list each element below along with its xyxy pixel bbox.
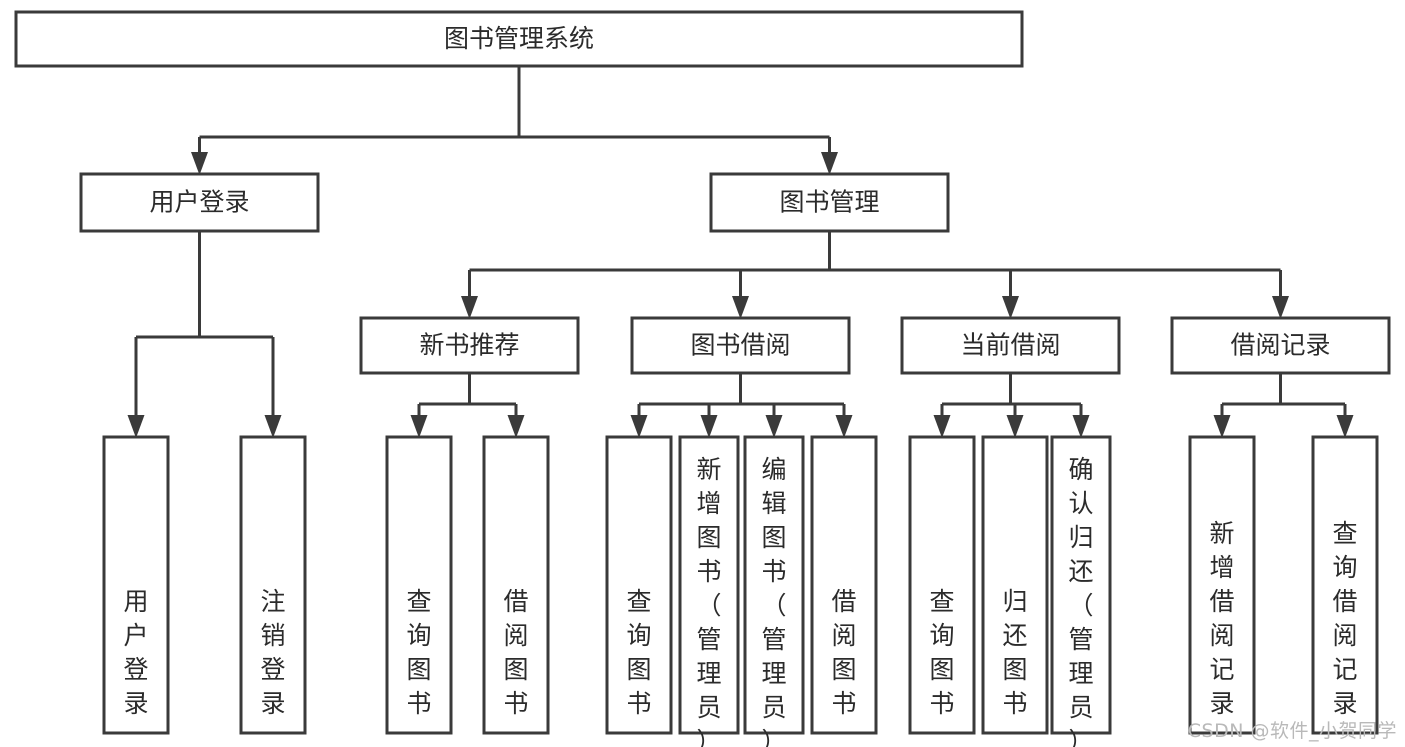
- connector-group-borrow: [630, 373, 853, 438]
- node-current[interactable]: 当前借阅: [900, 316, 1121, 375]
- connectors-layer: [127, 66, 1354, 438]
- arrow-head-icon: [821, 152, 838, 175]
- connector-group-root: [191, 66, 838, 175]
- node-box[interactable]: [678, 435, 740, 735]
- node-l-edit[interactable]: 编辑图书（管理员）: [743, 435, 805, 747]
- node-box[interactable]: [239, 435, 307, 735]
- node-label: 新增借阅记录: [1209, 519, 1234, 718]
- connector-group-bookmgmt: [461, 231, 1289, 319]
- node-label: 借阅图书: [831, 587, 856, 718]
- node-label: 借阅图书: [503, 587, 528, 718]
- arrow-head-icon: [1336, 415, 1354, 438]
- node-root[interactable]: 图书管理系统: [14, 10, 1024, 68]
- node-borrow[interactable]: 图书借阅: [630, 316, 851, 375]
- node-l-add[interactable]: 新增图书（管理员）: [678, 435, 740, 747]
- node-l-query1[interactable]: 查询图书: [385, 435, 453, 735]
- node-l-query2[interactable]: 查询图书: [605, 435, 673, 735]
- node-box[interactable]: [102, 435, 170, 735]
- node-box[interactable]: [810, 435, 878, 735]
- node-box[interactable]: [1188, 435, 1256, 735]
- node-label: 查询图书: [626, 587, 651, 718]
- node-bookmgmt[interactable]: 图书管理: [709, 172, 950, 233]
- arrow-head-icon: [1272, 296, 1289, 319]
- node-box[interactable]: [359, 316, 580, 375]
- arrow-head-icon: [835, 415, 853, 438]
- node-l-login[interactable]: 用户登录: [102, 435, 170, 735]
- arrow-head-icon: [765, 415, 783, 438]
- node-label: 编辑图书（管理员）: [761, 455, 786, 747]
- arrow-head-icon: [127, 415, 145, 438]
- arrow-head-icon: [191, 152, 208, 175]
- node-l-borrow2[interactable]: 借阅图书: [810, 435, 878, 735]
- arrow-head-icon: [1213, 415, 1231, 438]
- connector-group-record: [1213, 373, 1354, 438]
- node-l-addrec[interactable]: 新增借阅记录: [1188, 435, 1256, 735]
- node-label: 注销登录: [260, 587, 285, 718]
- connector-group-login: [127, 231, 282, 438]
- connector-group-current: [933, 373, 1090, 438]
- node-label: 查询图书: [929, 587, 954, 718]
- node-l-logout[interactable]: 注销登录: [239, 435, 307, 735]
- node-box[interactable]: [482, 435, 550, 735]
- node-login[interactable]: 用户登录: [79, 172, 320, 233]
- arrow-head-icon: [410, 415, 428, 438]
- node-newbook[interactable]: 新书推荐: [359, 316, 580, 375]
- node-box[interactable]: [1311, 435, 1379, 735]
- node-label: 当前借阅: [960, 331, 1060, 360]
- nodes-layer: 图书管理系统用户登录图书管理新书推荐图书借阅当前借阅借阅记录用户登录注销登录查询…: [14, 10, 1391, 747]
- node-label: 归还图书: [1002, 587, 1027, 718]
- node-l-return[interactable]: 归还图书: [981, 435, 1049, 735]
- node-l-confirm[interactable]: 确认归还（管理员）: [1050, 435, 1112, 747]
- arrow-head-icon: [732, 296, 749, 319]
- node-box[interactable]: [14, 10, 1024, 68]
- node-l-borrow1[interactable]: 借阅图书: [482, 435, 550, 735]
- node-label: 查询借阅记录: [1332, 519, 1357, 718]
- arrow-head-icon: [1002, 296, 1019, 319]
- node-box[interactable]: [605, 435, 673, 735]
- arrow-head-icon: [1072, 415, 1090, 438]
- node-box[interactable]: [630, 316, 851, 375]
- node-label: 图书管理: [779, 188, 879, 217]
- node-box[interactable]: [1050, 435, 1112, 735]
- node-box[interactable]: [709, 172, 950, 233]
- arrow-head-icon: [933, 415, 951, 438]
- node-box[interactable]: [908, 435, 976, 735]
- arrow-head-icon: [264, 415, 282, 438]
- node-record[interactable]: 借阅记录: [1170, 316, 1391, 375]
- node-box[interactable]: [743, 435, 805, 735]
- node-label: 新书推荐: [419, 331, 519, 360]
- connector-group-newbook: [410, 373, 525, 438]
- arrow-head-icon: [507, 415, 525, 438]
- node-box[interactable]: [981, 435, 1049, 735]
- arrow-head-icon: [700, 415, 718, 438]
- node-label: 确认归还（管理员）: [1068, 455, 1093, 747]
- node-box[interactable]: [1170, 316, 1391, 375]
- node-label: 用户登录: [123, 587, 148, 718]
- arrow-head-icon: [630, 415, 648, 438]
- node-label: 用户登录: [149, 188, 249, 217]
- node-label: 新增图书（管理员）: [696, 455, 721, 747]
- node-l-query3[interactable]: 查询图书: [908, 435, 976, 735]
- node-label: 借阅记录: [1230, 331, 1330, 360]
- node-label: 图书管理系统: [444, 24, 594, 53]
- node-label: 图书借阅: [690, 331, 790, 360]
- arrow-head-icon: [461, 296, 478, 319]
- arrow-head-icon: [1006, 415, 1024, 438]
- node-box[interactable]: [385, 435, 453, 735]
- node-box[interactable]: [79, 172, 320, 233]
- node-label: 查询图书: [406, 587, 431, 718]
- node-box[interactable]: [900, 316, 1121, 375]
- node-l-queryrec[interactable]: 查询借阅记录: [1311, 435, 1379, 735]
